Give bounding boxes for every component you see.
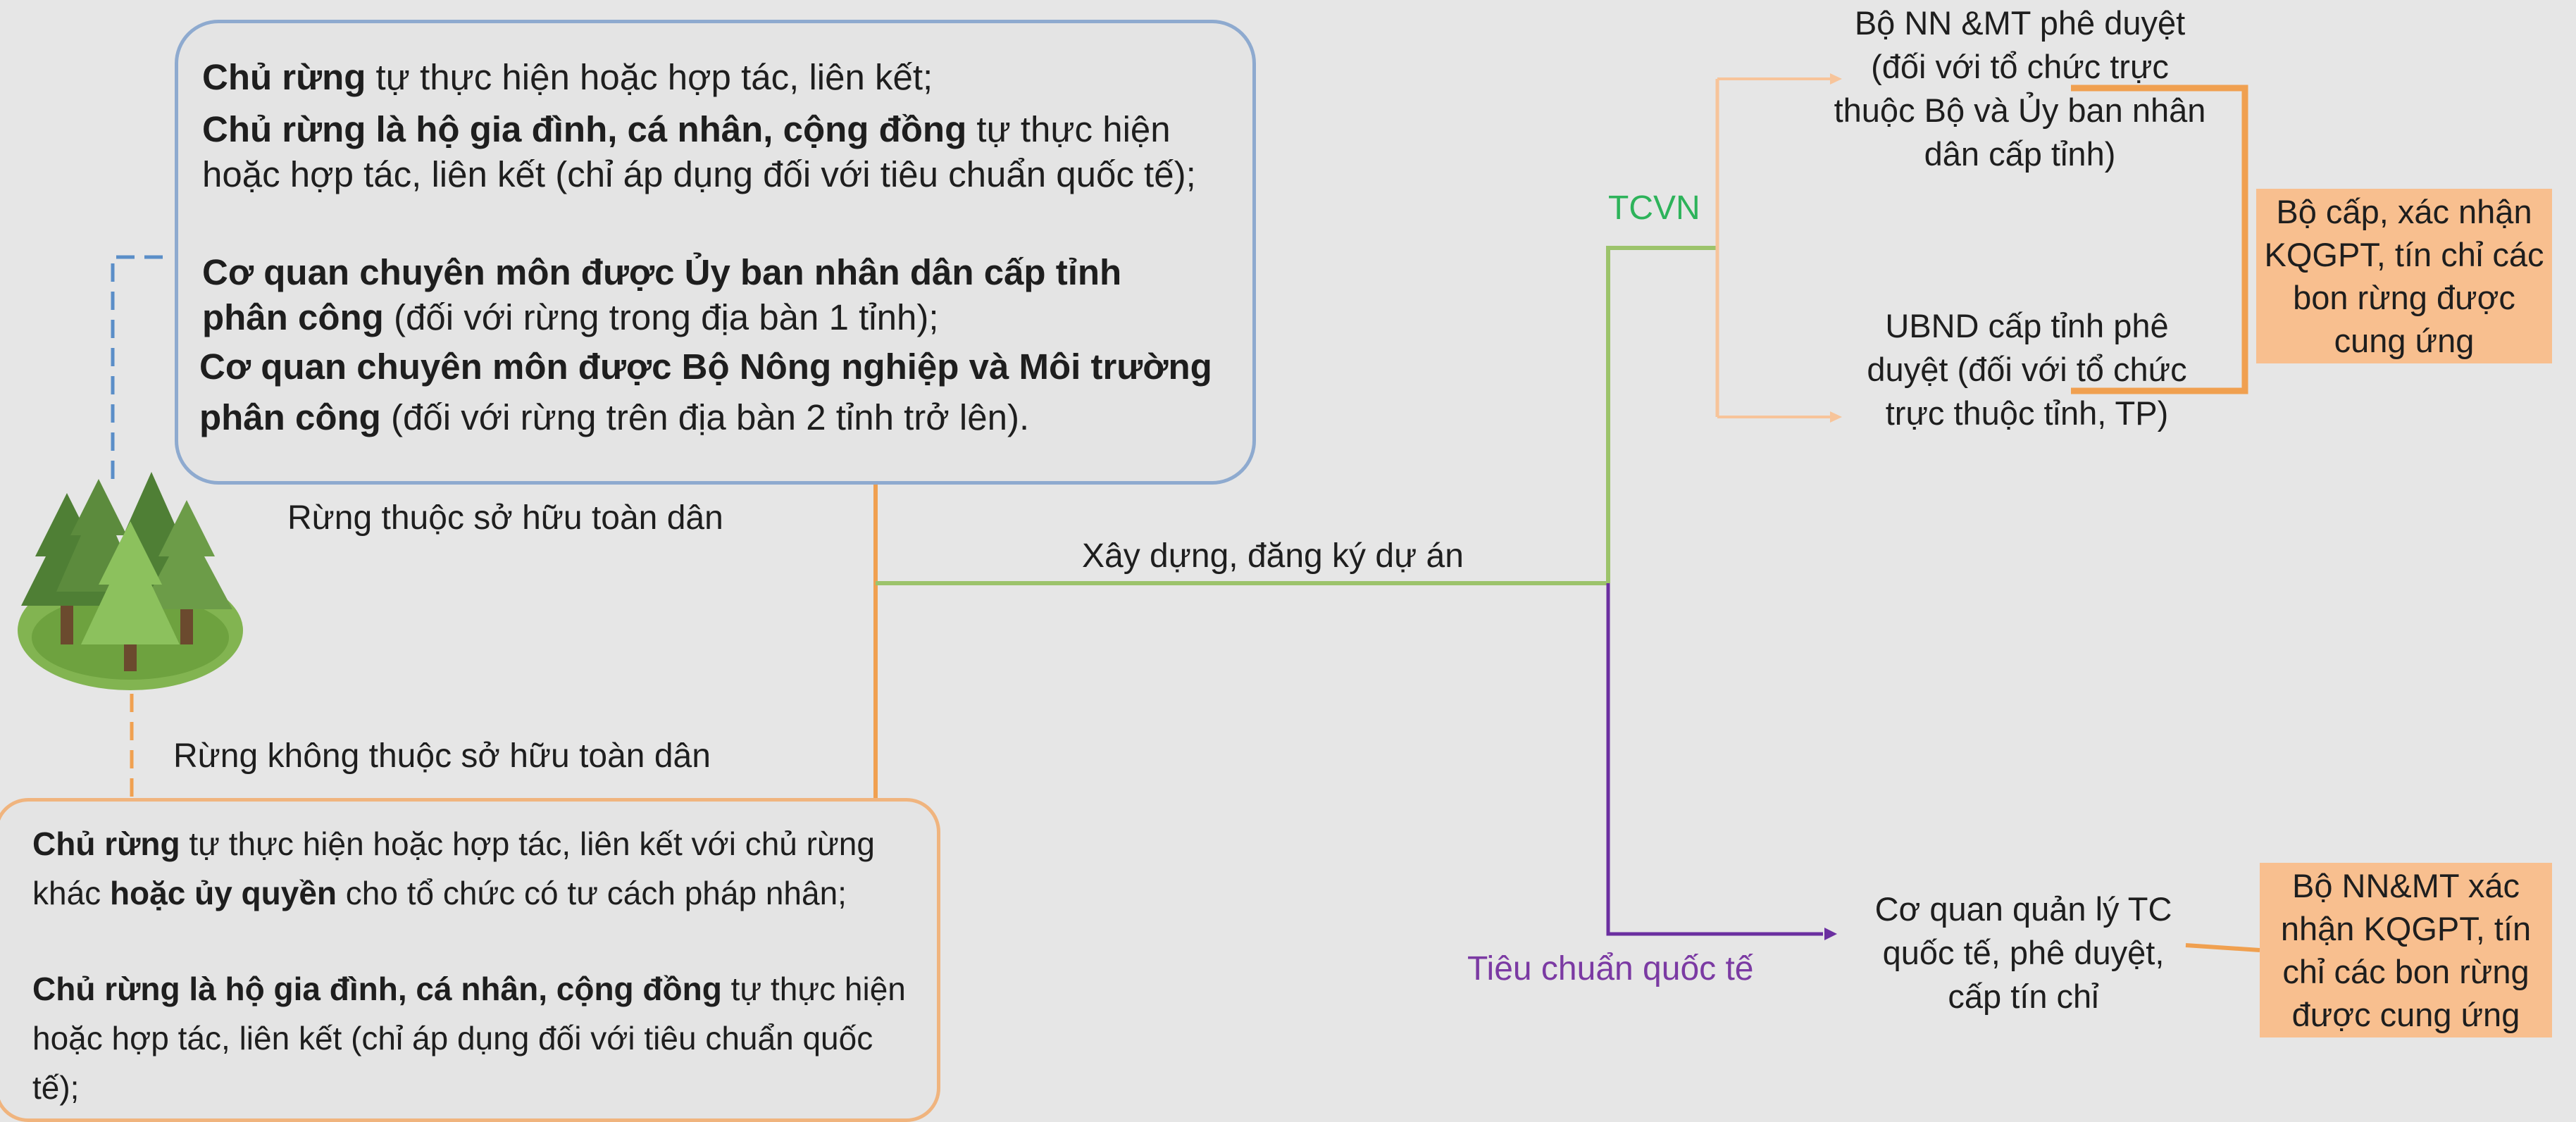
fork-lower-arrowhead	[1830, 411, 1842, 423]
intl-result-box: Bộ NN&MT xác nhận KQGPT, tín chỉ các bon…	[2260, 863, 2552, 1037]
public-actor-1-bold: Chủ rừng	[202, 57, 366, 97]
public-actor-1-rest: tự thực hiện hoặc hợp tác, liên kết;	[366, 57, 933, 97]
non-public-actor-forest-owner: Chủ rừng tự thực hiện hoặc hợp tác, liên…	[32, 819, 920, 918]
public-actor-4-bold: Cơ quan chuyên môn được Bộ Nông nghiệp v…	[199, 347, 1212, 437]
non-public-actor-2-bold: Chủ rừng là hộ gia đình, cá nhân, cộng đ…	[32, 971, 722, 1007]
public-actor-4-rest: (đối với rừng trên địa bàn 2 tỉnh trở lê…	[380, 397, 1030, 437]
non-public-actor-1-bold2: hoặc ủy quyền	[109, 875, 337, 911]
purple-intl-branch	[1606, 583, 1823, 936]
build-project-label: Xây dựng, đăng ký dự án	[1082, 537, 1464, 575]
public-actor-ministry-agency: Cơ quan chuyên môn được Bộ Nông nghiệp v…	[199, 342, 1214, 443]
tcvn-result-box: Bộ cấp, xác nhận KQGPT, tín chỉ các bon …	[2256, 189, 2552, 363]
non-public-forest-actors-box	[0, 798, 940, 1122]
intl-result-connector	[2185, 943, 2260, 952]
public-actor-forest-owner: Chủ rừng tự thực hiện hoặc hợp tác, liên…	[202, 55, 1231, 100]
public-actor-2-bold: Chủ rừng là hộ gia đình, cá nhân, cộng đ…	[202, 109, 967, 149]
public-actor-2-rest: tự thực hiện hoặc hợp tác, liên kết (chỉ…	[202, 109, 1196, 194]
public-actor-3-rest: (đối với rừng trong địa bàn 1 tỉnh);	[383, 297, 939, 337]
dashed-connector-blue	[111, 255, 169, 479]
non-public-actor-2-rest: tự thực hiện hoặc hợp tác, liên kết (chỉ…	[32, 971, 906, 1106]
public-actor-household: Chủ rừng là hộ gia đình, cá nhân, cộng đ…	[202, 107, 1209, 197]
forest-trees-icon	[18, 472, 243, 690]
public-actor-3-bold: Cơ quan chuyên môn được Ủy ban nhân dân …	[202, 252, 1122, 337]
non-public-actor-household: Chủ rừng là hộ gia đình, cá nhân, cộng đ…	[32, 964, 906, 1112]
province-approval-node: UBND cấp tỉnh phê duyệt (đối với tổ chức…	[1867, 307, 2187, 432]
non-public-actor-1-bold: Chủ rừng	[32, 825, 180, 862]
intl-standard-label: Tiêu chuẩn quốc tế	[1467, 950, 1754, 987]
non-public-forest-label: Rừng không thuộc sở hữu toàn dân	[173, 737, 711, 775]
public-forest-label: Rừng thuộc sở hữu toàn dân	[287, 499, 723, 537]
non-public-actor-1-mid: tự thực hiện hoặc hợp tác, liên kết với …	[32, 825, 875, 911]
result-bracket	[2071, 85, 2248, 394]
tcvn-label: TCVN	[1608, 189, 1700, 227]
green-tcvn-branch	[1606, 246, 1717, 583]
ministry-approval-node: Bộ NN &MT phê duyệt (đối với tổ chức trự…	[1834, 4, 2206, 173]
non-public-actor-1-rest: cho tổ chức có tư cách pháp nhân;	[337, 875, 847, 911]
public-actor-provincial-agency: Cơ quan chuyên môn được Ủy ban nhân dân …	[202, 250, 1202, 340]
purple-arrowhead	[1824, 928, 1837, 940]
fork-upper-arrowhead	[1830, 73, 1842, 85]
public-forest-actors-box	[175, 20, 1256, 485]
intl-body-node: Cơ quan quản lý TC quốc tế, phê duyệt, c…	[1874, 890, 2172, 1015]
